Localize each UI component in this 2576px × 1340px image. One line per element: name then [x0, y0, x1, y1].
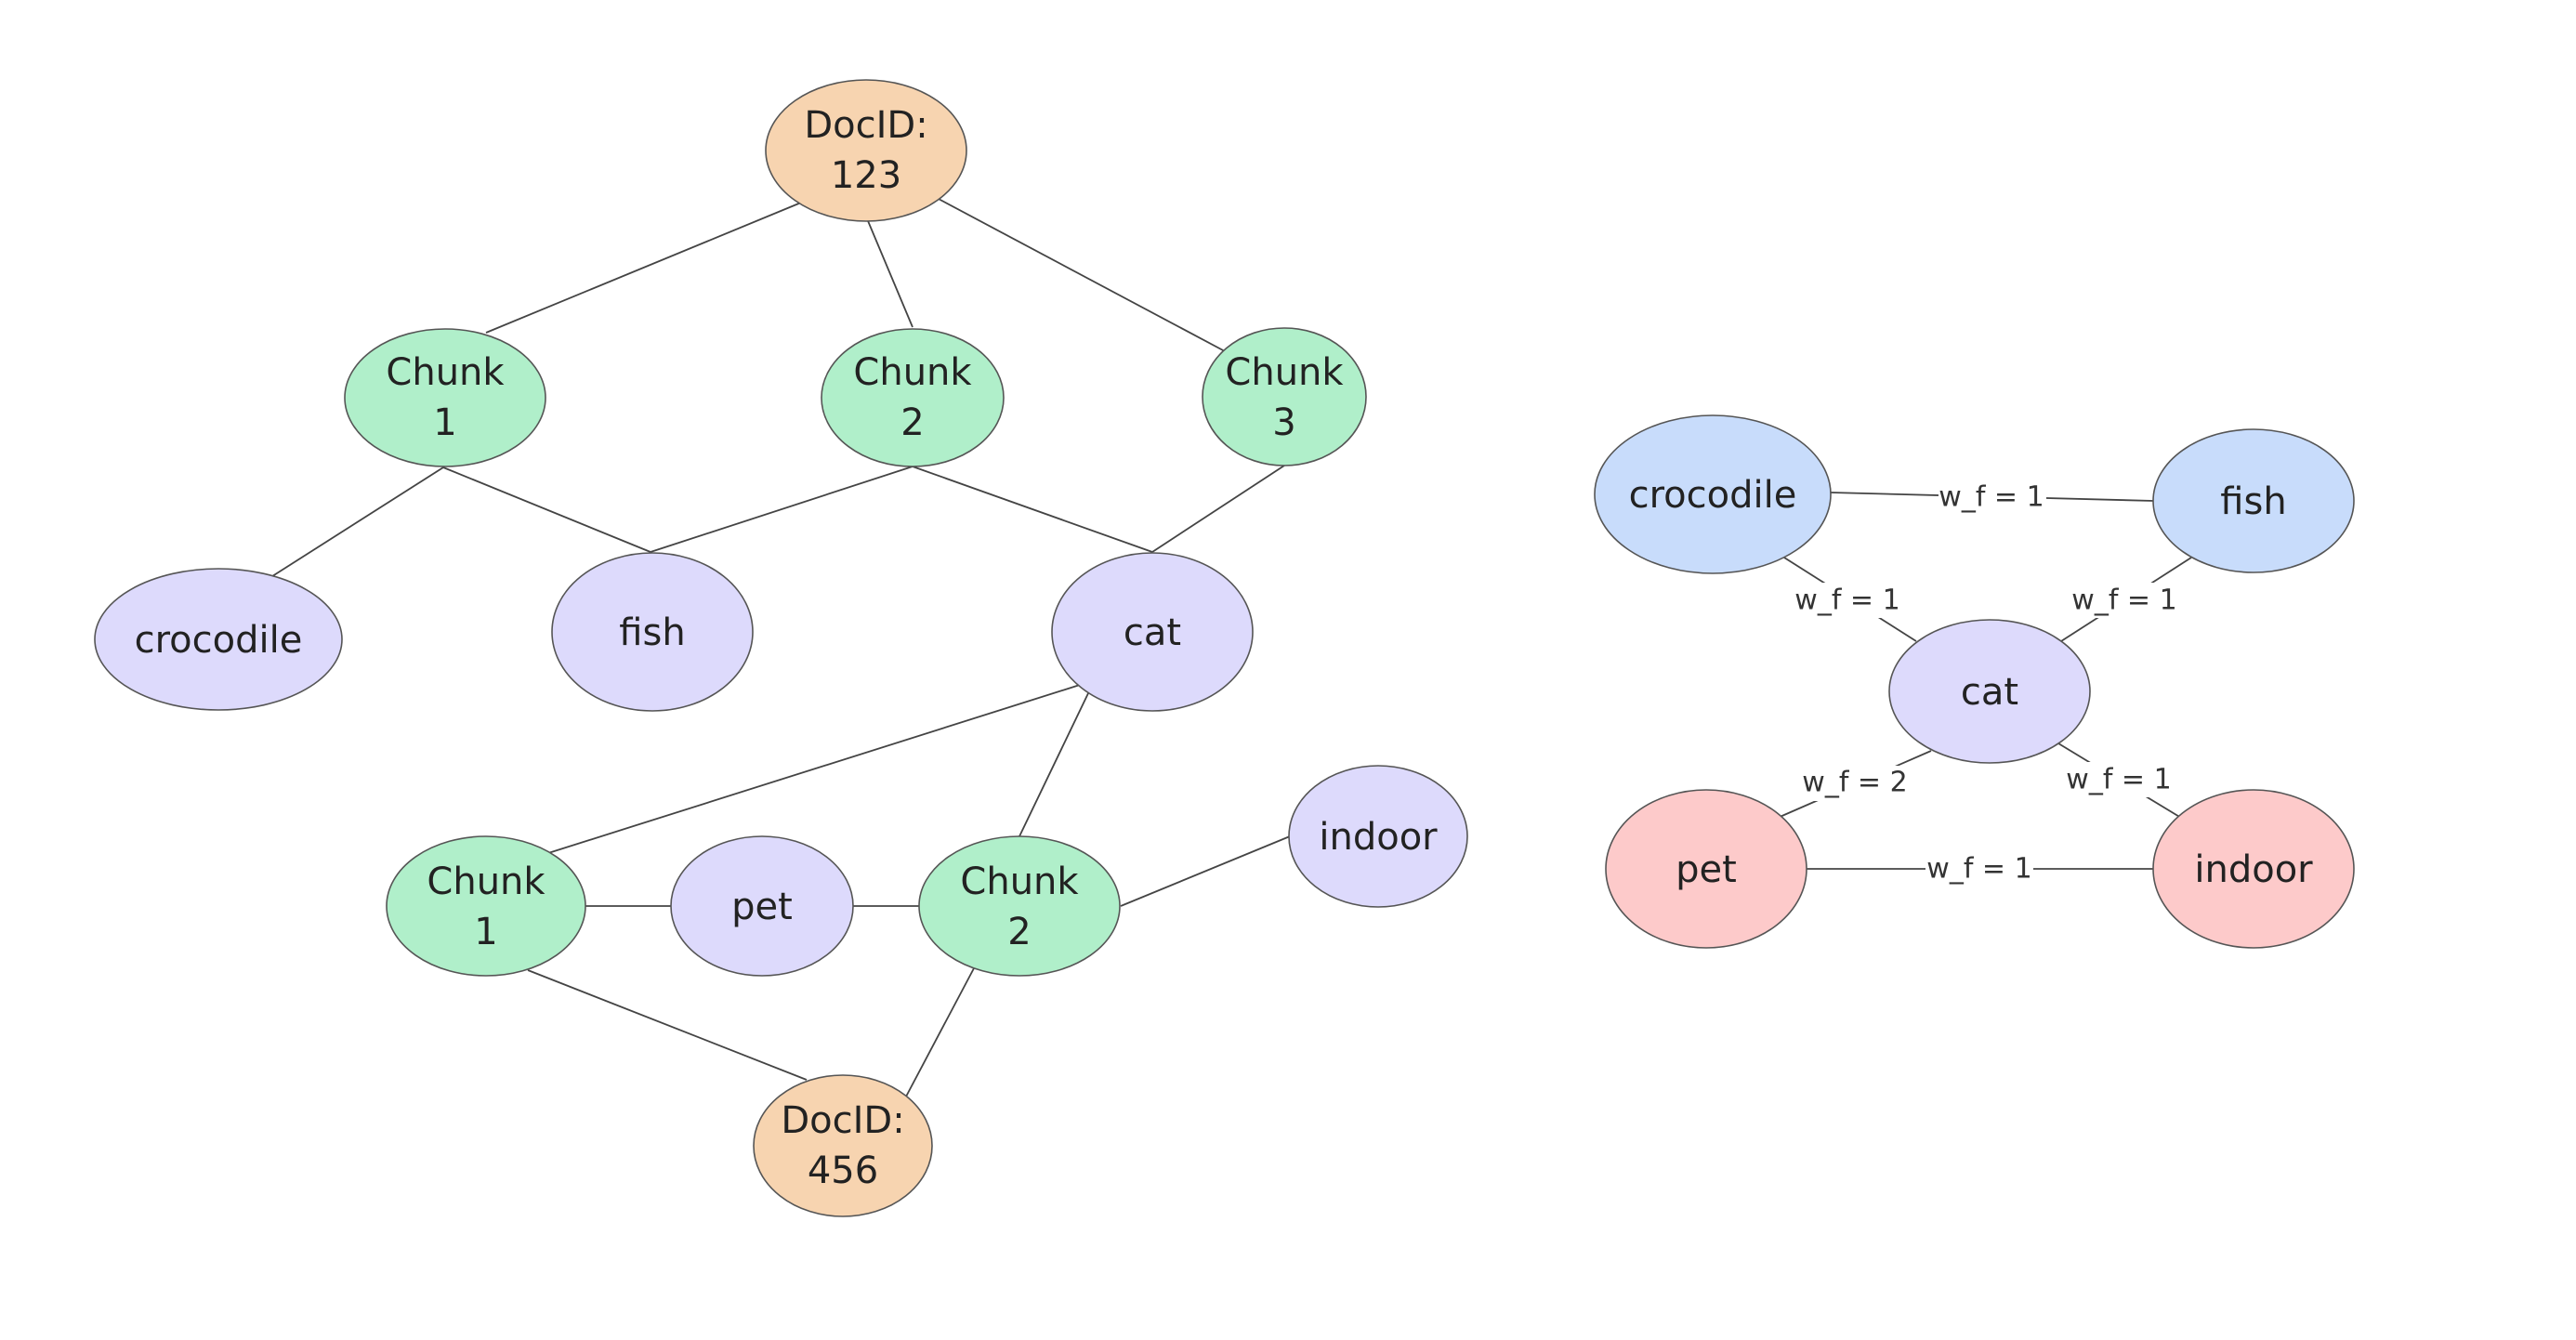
right-node-crocodile-label: crocodile — [1629, 474, 1797, 517]
edge-chunk2-cat — [912, 466, 1153, 553]
svg-text:123: 123 — [831, 154, 901, 197]
svg-text:Chunk: Chunk — [386, 351, 505, 394]
node-chunk-3-label-line2: 3 — [1272, 401, 1295, 444]
right-node-cat-shape — [1888, 619, 2091, 764]
svg-text:1: 1 — [474, 911, 497, 953]
edge-doc123-chunk3 — [936, 197, 1226, 352]
node-bottom-chunk-2-label-line1: Chunk — [960, 860, 1079, 903]
node-chunk-2-label-line2: 2 — [900, 401, 924, 444]
node-chunk-2-label-line1: Chunk — [853, 351, 972, 394]
right-graph-nodes: crocodile fish cat pet indoor — [1594, 414, 2355, 949]
svg-text:2: 2 — [900, 401, 924, 444]
node-doc-123: DocID: 123 — [765, 79, 967, 222]
right-graph-weights: w_f = 1 w_f = 1 w_f = 1 w_f = 2 w_f = 1 … — [1794, 480, 2178, 887]
right-node-pet-shape — [1605, 789, 1807, 949]
node-pet-shape — [670, 835, 854, 977]
node-fish-label: fish — [619, 611, 685, 654]
node-chunk-1-shape — [344, 328, 546, 467]
svg-text:Chunk: Chunk — [1225, 351, 1344, 394]
svg-text:DocID:: DocID: — [804, 104, 927, 147]
right-node-indoor: indoor — [2152, 789, 2355, 949]
edge-chunk1-crocodile — [269, 466, 444, 579]
edge-bchunk1-doc456 — [527, 969, 808, 1081]
node-bottom-chunk-1-label-line1: Chunk — [427, 860, 545, 903]
node-crocodile: crocodile — [94, 568, 343, 711]
edge-chunk2-fish — [650, 466, 913, 553]
weight-cat-indoor: w_f = 1 — [2066, 764, 2171, 796]
weight-pet-indoor: w_f = 1 — [1926, 853, 2031, 886]
node-doc-456-label-line1: DocID: — [781, 1099, 904, 1142]
node-cat-shape — [1051, 552, 1254, 712]
node-pet: pet — [670, 835, 854, 977]
weight-fish-cat: w_f = 1 — [2071, 585, 2176, 617]
node-crocodile-shape — [94, 568, 343, 711]
edge-cat-bchunk1 — [547, 684, 1081, 854]
node-cat-label: cat — [1124, 611, 1181, 654]
node-bottom-chunk-2-shape — [918, 835, 1121, 977]
edge-cat-bchunk2 — [1019, 690, 1090, 837]
svg-text:3: 3 — [1272, 401, 1295, 444]
weight-cat-pet: w_f = 2 — [1802, 767, 1907, 799]
svg-text:1: 1 — [433, 401, 456, 444]
node-chunk-1: Chunk 1 — [344, 328, 546, 467]
node-pet-label: pet — [731, 886, 793, 928]
node-bottom-chunk-1-shape — [386, 835, 586, 977]
node-fish-shape — [551, 552, 754, 712]
node-doc-123-shape — [765, 79, 967, 222]
edge-bchunk2-indoor — [1120, 835, 1291, 907]
node-chunk-3-shape — [1202, 327, 1367, 466]
svg-text:DocID:: DocID: — [781, 1099, 904, 1142]
node-chunk-3: Chunk 3 — [1202, 327, 1367, 466]
right-node-indoor-shape — [2152, 789, 2355, 949]
svg-text:2: 2 — [1007, 911, 1031, 953]
node-indoor-shape — [1288, 765, 1468, 908]
right-node-crocodile: crocodile — [1594, 414, 1832, 574]
node-doc-456: DocID: 456 — [753, 1074, 933, 1217]
node-chunk-3-label-line1: Chunk — [1225, 351, 1344, 394]
right-node-pet-label: pet — [1676, 848, 1737, 891]
node-fish: fish — [551, 552, 754, 712]
edge-bchunk2-doc456 — [905, 967, 975, 1097]
node-doc-123-label-line1: DocID: — [804, 104, 927, 147]
node-chunk-1-label-line1: Chunk — [386, 351, 505, 394]
node-cat: cat — [1051, 552, 1254, 712]
node-chunk-1-label-line2: 1 — [433, 401, 456, 444]
node-indoor: indoor — [1288, 765, 1468, 908]
right-node-pet: pet — [1605, 789, 1807, 949]
svg-text:456: 456 — [808, 1150, 878, 1192]
node-doc-123-label-line2: 123 — [831, 154, 901, 197]
node-chunk-2: Chunk 2 — [821, 328, 1005, 467]
right-node-cat-label: cat — [1961, 671, 2018, 714]
node-doc-456-shape — [753, 1074, 933, 1217]
svg-text:Chunk: Chunk — [853, 351, 972, 394]
edge-doc123-chunk1 — [485, 202, 802, 334]
node-bottom-chunk-2-label-line2: 2 — [1007, 911, 1031, 953]
right-node-fish-label: fish — [2220, 480, 2286, 523]
node-doc-456-label-line2: 456 — [808, 1150, 878, 1192]
weight-crocodile-fish: w_f = 1 — [1939, 481, 2044, 514]
right-node-fish-shape — [2152, 428, 2355, 573]
node-crocodile-label: crocodile — [135, 619, 303, 662]
node-bottom-chunk-2: Chunk 2 — [918, 835, 1121, 977]
right-node-cat: cat — [1888, 619, 2091, 764]
left-graph-nodes: DocID: 123 Chunk 1 Chunk 2 — [94, 79, 1468, 1217]
svg-text:Chunk: Chunk — [427, 860, 545, 903]
node-chunk-2-shape — [821, 328, 1005, 467]
svg-text:Chunk: Chunk — [960, 860, 1079, 903]
edge-chunk3-cat — [1151, 465, 1285, 553]
edge-doc123-chunk2 — [865, 216, 913, 328]
node-bottom-chunk-1: Chunk 1 — [386, 835, 586, 977]
weight-crocodile-cat: w_f = 1 — [1794, 585, 1899, 617]
right-node-fish: fish — [2152, 428, 2355, 573]
right-node-crocodile-shape — [1594, 414, 1832, 574]
edge-chunk1-fish — [442, 466, 651, 553]
node-bottom-chunk-1-label-line2: 1 — [474, 911, 497, 953]
left-graph-edges — [269, 197, 1291, 1097]
right-node-indoor-label: indoor — [2194, 848, 2313, 891]
node-indoor-label: indoor — [1319, 816, 1438, 859]
